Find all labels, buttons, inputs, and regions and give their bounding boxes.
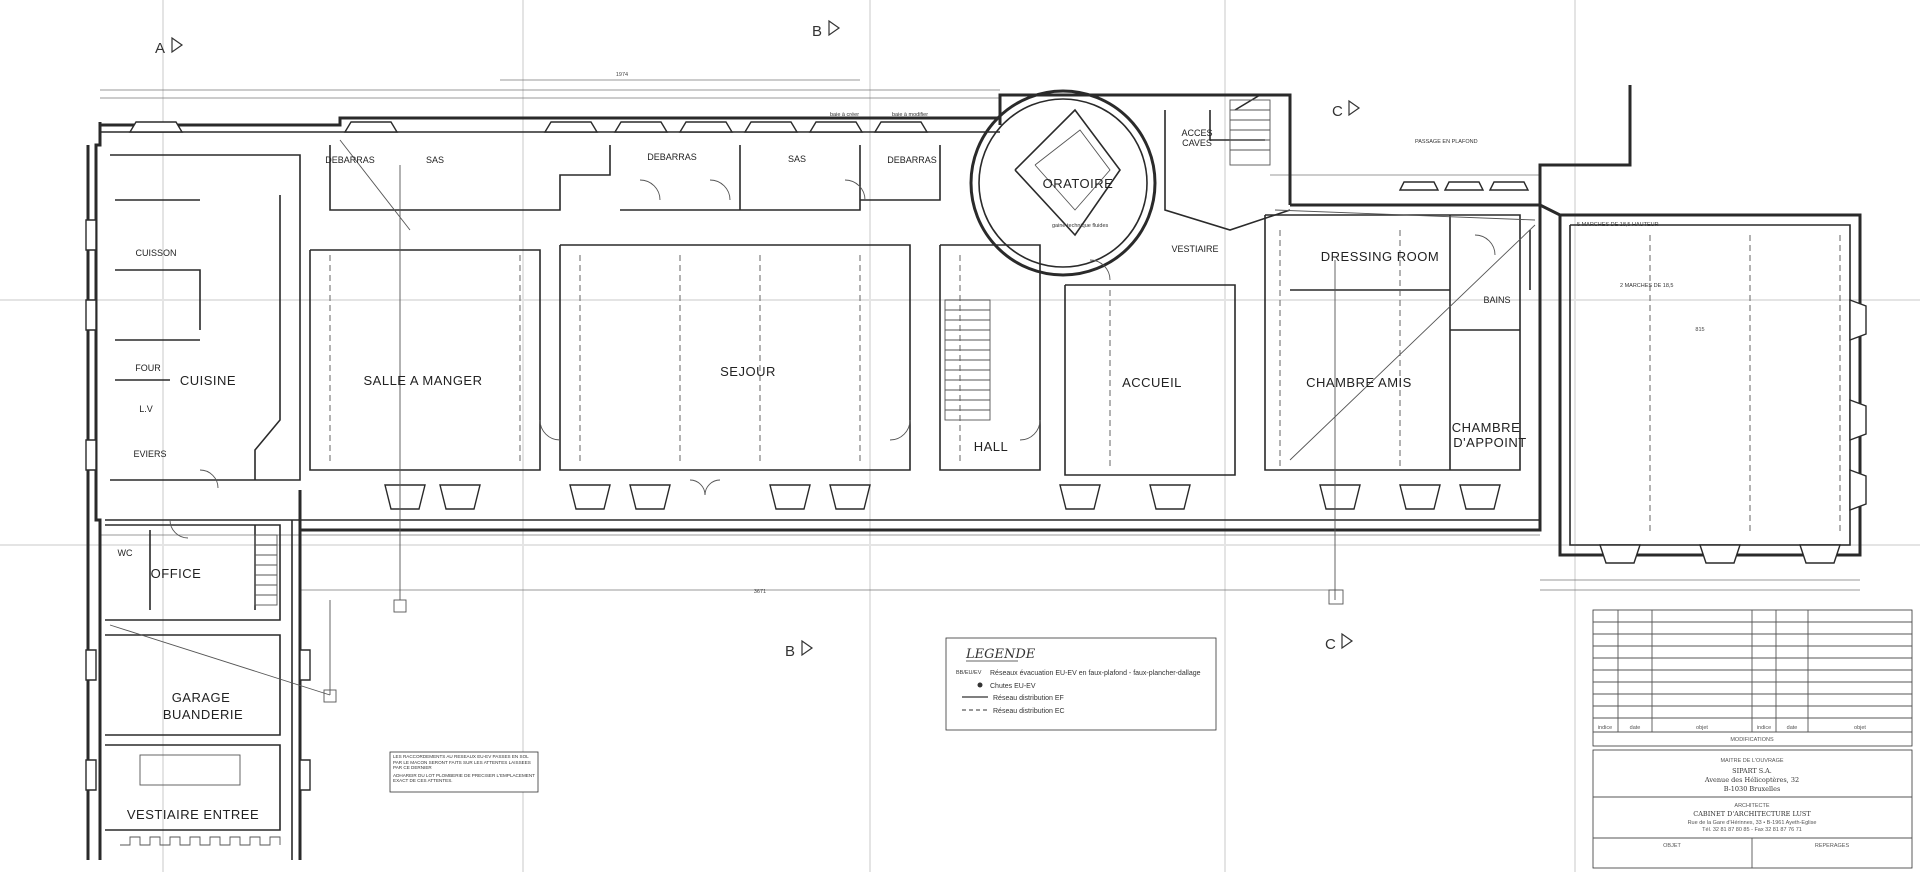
tb-objet-label: OBJET: [1663, 843, 1681, 849]
interior-walls: [105, 94, 1531, 831]
title-block: indice date objet indice date objet MODI…: [1592, 609, 1913, 869]
annex-details: [85, 219, 311, 846]
north-windows: [128, 121, 1530, 191]
legend-item-0-text: Réseaux évacuation EU-EV en faux-plafond…: [990, 670, 1201, 677]
tb-architect-address: Rue de la Gare d'Hérinnes, 33 • B-1961 A…: [1688, 820, 1817, 826]
note-raccordements: LES RACCORDEMENTS AU RESEAUX EU-EV PASSE…: [393, 754, 531, 771]
legend-item-2-text: Réseau distribution EF: [993, 695, 1064, 702]
legend-item-0-code: BB/EU/EV: [956, 670, 982, 676]
tb-architect-name: CABINET D'ARCHITECTURE LUST: [1693, 810, 1811, 818]
section-marker-c-top: C: [1332, 99, 1361, 120]
room-label-sejour: SEJOUR: [720, 364, 776, 379]
section-label-a: A: [155, 40, 165, 57]
room-label-debarras-3: DEBARRAS: [887, 155, 937, 165]
legend-item-1-text: Chutes EU-EV: [990, 683, 1036, 690]
tb-owner-name: SIPART S.A.: [1732, 767, 1772, 775]
exterior-walls: [86, 85, 1862, 860]
section-label-c-top: C: [1332, 103, 1343, 120]
section-marker-b-bottom: B: [785, 639, 814, 660]
room-label-hall: HALL: [974, 439, 1009, 454]
legend-item-3-text: Réseau distribution EC: [993, 708, 1065, 715]
room-label-sas-1: SAS: [426, 155, 444, 165]
note-deux-marches: 2 MARCHES DE 18,5: [1620, 283, 1674, 289]
tb-modifications-label: MODIFICATIONS: [1730, 737, 1774, 743]
room-label-cuisson: CUISSON: [135, 248, 176, 258]
room-label-dressing-room: DRESSING ROOM: [1321, 249, 1439, 264]
room-label-four: FOUR: [135, 363, 161, 373]
note-passage-plafond: PASSAGE EN PLAFOND: [1415, 139, 1478, 145]
room-label-cuisine: CUISINE: [180, 373, 236, 388]
oratoire-rotunda: [969, 89, 1157, 277]
section-marker-a-top: A: [155, 36, 184, 57]
room-label-sas-2: SAS: [788, 154, 806, 164]
room-label-accueil: ACCUEIL: [1122, 375, 1182, 390]
room-labels: DEBARRAS SAS DEBARRAS SAS DEBARRAS ORATO…: [118, 128, 1527, 822]
tb-owner-address-1: Avenue des Hélicoptères, 32: [1704, 776, 1799, 784]
south-windows: [384, 298, 1867, 564]
tb-architect-phone: Tél. 32 81 87 80 85 - Fax 32 81 87 76 71: [1702, 827, 1802, 833]
room-label-salle-a-manger: SALLE A MANGER: [364, 373, 483, 388]
note-baie-a-modifier: baie à modifier: [892, 112, 928, 118]
chute-symbol-icon: [977, 682, 983, 688]
room-label-vestiaire-entree: VESTIAIRE ENTREE: [127, 807, 259, 822]
room-label-lv: L.V: [139, 404, 153, 414]
room-label-bains: BAINS: [1483, 295, 1510, 305]
tb-architecte-label: ARCHITECTE: [1734, 803, 1769, 809]
note-gaine-technique: gaine technique fluides: [1052, 223, 1109, 229]
room-label-chambre-amis: CHAMBRE AMIS: [1306, 375, 1412, 390]
installation-note-box: LES RACCORDEMENTS AU RESEAUX EU-EV PASSE…: [389, 751, 539, 793]
dimension-overall-top: 1974: [616, 72, 628, 78]
legend-title: LEGENDE: [965, 647, 1036, 662]
note-cinq-marches: 5 MARCHES DE 18,5 HAUTEUR: [1577, 222, 1659, 228]
hall-stairs: [254, 99, 1271, 606]
tb-maitre-label: MAITRE DE L'OUVRAGE: [1720, 758, 1783, 764]
room-label-buanderie: BUANDERIE: [163, 707, 243, 722]
room-label-wc: WC: [118, 548, 133, 558]
plan-annotations: baie à créer baie à modifier PASSAGE EN …: [830, 112, 1674, 289]
piping-network: [109, 139, 1841, 703]
tb-header-indice-1: indice: [1598, 725, 1612, 731]
section-label-b-top: B: [812, 23, 822, 40]
room-label-eviers: EVIERS: [133, 449, 166, 459]
tb-header-objet-2: objet: [1854, 725, 1866, 731]
room-label-dappoint: D'APPOINT: [1453, 435, 1526, 450]
section-marker-c-bottom: C: [1325, 632, 1354, 653]
section-label-c-bottom: C: [1325, 636, 1336, 653]
tb-header-date-2: date: [1787, 725, 1798, 731]
room-label-office: OFFICE: [151, 566, 202, 581]
room-label-vestiaire: VESTIAIRE: [1171, 244, 1218, 254]
dimension-chains: [100, 79, 1860, 591]
room-label-chambre: CHAMBRE: [1452, 420, 1521, 435]
door-swings: [169, 179, 1496, 539]
tb-owner-address-2: B-1030 Bruxelles: [1724, 785, 1781, 793]
legend-box: LEGENDE BB/EU/EV Réseaux évacuation EU-E…: [945, 637, 1217, 731]
room-label-debarras-1: DEBARRAS: [325, 155, 375, 165]
note-baie-a-creer: baie à créer: [830, 112, 859, 118]
dimension-overall-bottom: 3671: [754, 589, 766, 595]
tb-header-date-1: date: [1630, 725, 1641, 731]
tb-header-objet-1: objet: [1696, 725, 1708, 731]
dimension-right-block: 815: [1695, 327, 1704, 333]
tb-reperages-label: REPERAGES: [1815, 843, 1850, 849]
room-label-debarras-2: DEBARRAS: [647, 152, 697, 162]
dimension-labels: 1974 3671 815: [616, 72, 1705, 595]
section-marker-b-top: B: [812, 19, 841, 40]
room-label-oratoire: ORATOIRE: [1043, 176, 1114, 191]
room-label-garage: GARAGE: [172, 690, 231, 705]
section-label-b-bottom: B: [785, 643, 795, 660]
note-attentes: ADHAREIR DU LOT PLOMBERIE DE PRECISER L'…: [393, 772, 535, 784]
tb-header-indice-2: indice: [1757, 725, 1771, 731]
